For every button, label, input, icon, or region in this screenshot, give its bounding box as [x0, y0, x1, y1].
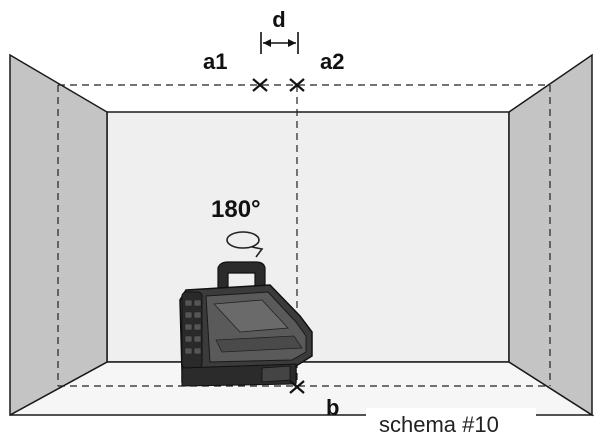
label-a1: a1 [203, 49, 227, 74]
cross-mark-icon [289, 78, 305, 92]
rotate-arrow-icon [226, 231, 264, 258]
caption: schema #10 [379, 412, 499, 436]
dimension-d [260, 32, 299, 54]
laser-level-device [179, 261, 313, 387]
cross-mark-icon [289, 380, 305, 394]
label-a2: a2 [320, 49, 344, 74]
back-wall [106, 111, 510, 363]
caption-box [366, 408, 536, 436]
rotation-label: 180° [211, 196, 261, 223]
label-d: d [272, 7, 285, 32]
floor [9, 361, 595, 416]
label-b: b [326, 395, 339, 420]
laser-plane-lines [57, 84, 551, 387]
cross-mark-icon [252, 78, 268, 92]
